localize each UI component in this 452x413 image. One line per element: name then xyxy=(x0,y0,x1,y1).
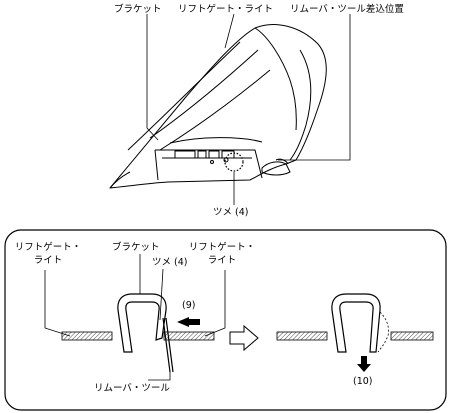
top-leader-lines xyxy=(146,13,351,205)
label-right-light-1: リフトゲート・ xyxy=(188,242,256,253)
label-remover-tool: リムーバ・ツール xyxy=(94,383,170,394)
left-panel-section-after xyxy=(276,331,328,341)
after-removal-detail xyxy=(276,293,434,372)
label-claw: ツメ (4) xyxy=(213,207,249,218)
arrow-10 xyxy=(357,356,371,372)
bracket-shape-after xyxy=(331,293,381,353)
label-bracket: ブラケット xyxy=(114,4,162,15)
left-panel-section xyxy=(61,331,113,341)
label-step-9: (9) xyxy=(182,300,196,311)
claw-highlight-circle xyxy=(224,152,244,172)
liftgate-light-illustration xyxy=(109,24,327,189)
label-step-10: (10) xyxy=(353,376,373,387)
label-detail-claw: ツメ (4) xyxy=(152,257,188,268)
right-panel-section xyxy=(163,331,215,341)
before-removal-detail xyxy=(44,254,226,381)
label-left-light-2: ライト xyxy=(33,255,63,266)
transition-arrow xyxy=(229,324,259,352)
label-right-light-2: ライト xyxy=(207,255,237,266)
detail-frame xyxy=(4,229,447,411)
label-liftgate-light: リフトゲート・ライト xyxy=(178,4,274,15)
label-detail-bracket: ブラケット xyxy=(112,242,160,253)
bracket-shape xyxy=(117,293,167,353)
label-left-light-1: リフトゲート・ xyxy=(14,242,82,253)
label-remover-position: リムーバ・ツール差込位置 xyxy=(290,4,404,15)
remover-tool xyxy=(162,317,171,373)
arrow-9 xyxy=(177,317,200,327)
right-panel-section-after xyxy=(390,331,434,341)
